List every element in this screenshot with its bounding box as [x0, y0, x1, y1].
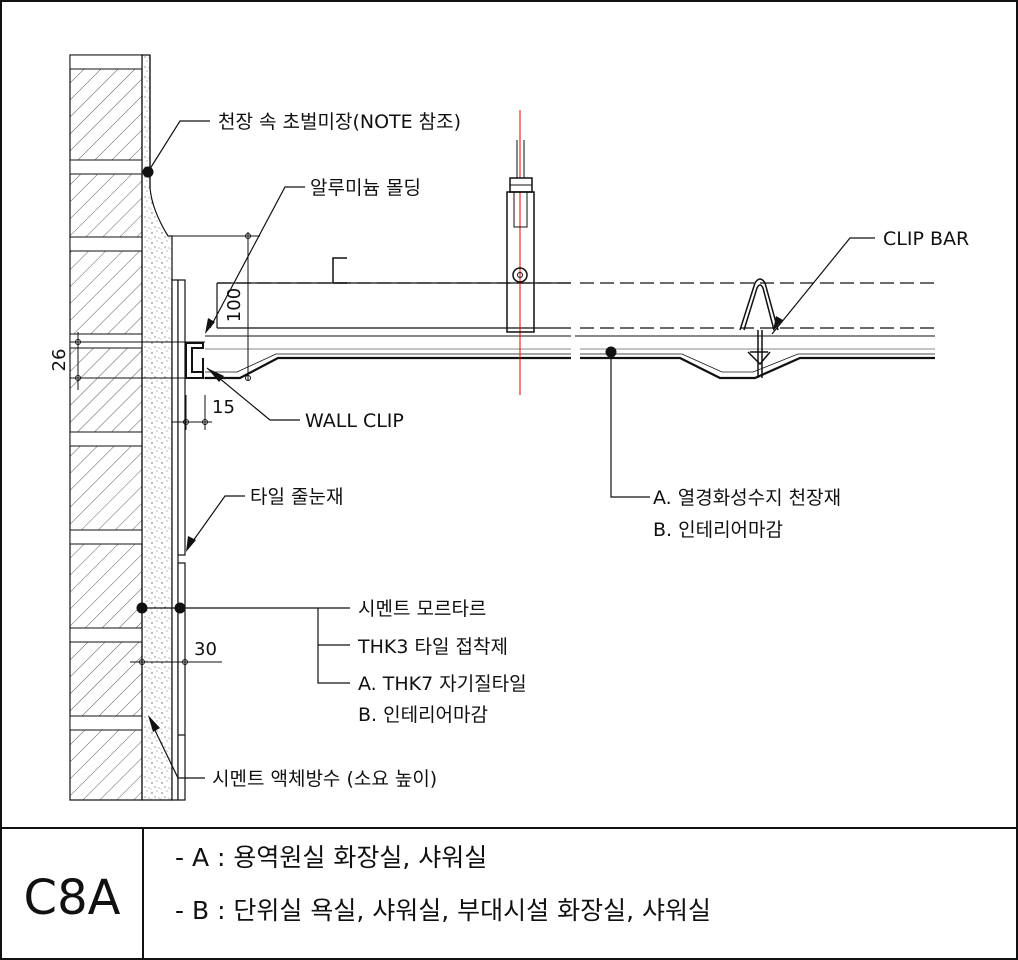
- dim-100: 100: [224, 288, 245, 322]
- label-cement-mortar: 시멘트 모르타르: [358, 598, 486, 620]
- label-tile-grout: 타일 줄눈재: [250, 486, 343, 508]
- note-a: - A : 용역원실 화장실, 샤워실: [175, 843, 487, 872]
- note-b: - B : 단위실 욕실, 샤워실, 부대시설 화장실, 샤워실: [175, 896, 711, 925]
- ceiling-panel: [205, 356, 935, 380]
- leader-markers: [136, 166, 783, 732]
- label-aluminum-molding: 알루미늄 몰딩: [310, 177, 421, 199]
- label-wall-clip: WALL CLIP: [305, 410, 404, 432]
- label-ceiling-a: A. 열경화성수지 천장재: [653, 487, 841, 509]
- wall-clip: [185, 342, 204, 379]
- ceiling-panel-inner: [205, 353, 935, 373]
- label-tile-adhesive: THK3 타일 접착제: [357, 636, 508, 658]
- label-waterproof: 시멘트 액체방수 (소요 높이): [212, 768, 437, 790]
- dim-26: 26: [49, 349, 70, 372]
- clip-bar: [739, 278, 779, 378]
- dim-15: 15: [212, 397, 235, 418]
- detail-code: C8A: [24, 870, 121, 926]
- label-ceiling-b: B. 인테리어마감: [653, 519, 783, 541]
- label-wall-a: A. THK7 자기질타일: [358, 673, 527, 695]
- wall-tile: [171, 279, 186, 801]
- carrier-inner-lines: [205, 335, 935, 350]
- label-wall-b: B. 인테리어마감: [358, 704, 488, 726]
- dim-30: 30: [194, 639, 217, 660]
- carrier-channel: [216, 282, 935, 329]
- hanger-assembly: [506, 110, 535, 395]
- label-clip-bar: CLIP BAR: [883, 228, 969, 250]
- label-ceiling-plaster: 천장 속 초벌미장(NOTE 참조): [218, 111, 461, 133]
- c-channel: [332, 257, 347, 284]
- masonry-wall: [69, 54, 143, 801]
- leader-lines: [142, 120, 875, 779]
